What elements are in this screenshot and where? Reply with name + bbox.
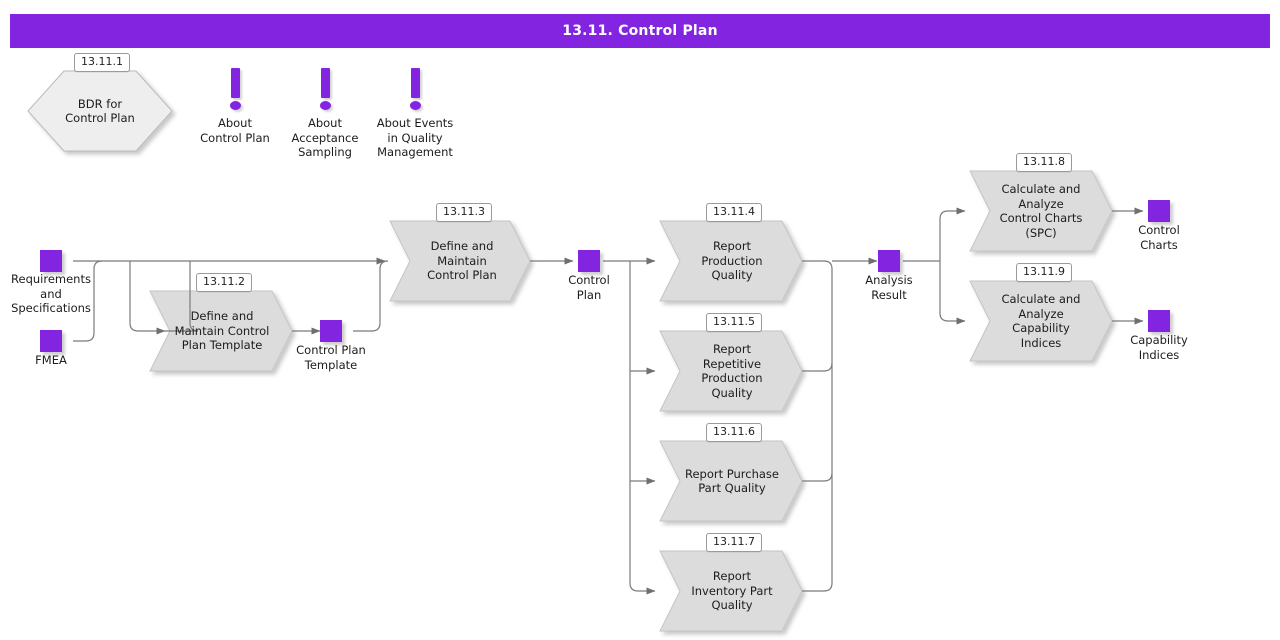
exclamation-bar (321, 68, 330, 98)
page-title-bar: 13.11. Control Plan (10, 14, 1270, 48)
process-shape-13-11-8[interactable] (969, 170, 1113, 252)
page-title: 13.11. Control Plan (562, 23, 718, 39)
data-object-fmea[interactable] (40, 330, 62, 352)
exclamation-icon-about-acceptance-sampling[interactable] (314, 68, 336, 116)
hexagon-bdr-control-plan[interactable] (27, 70, 173, 152)
exclamation-bar (411, 68, 420, 98)
data-label-control-charts: Control Charts (1138, 223, 1180, 252)
exclamation-dot (230, 101, 241, 110)
process-shape-13-11-5[interactable] (659, 330, 803, 412)
data-object-control-charts[interactable] (1148, 200, 1170, 222)
data-object-capability-indices[interactable] (1148, 310, 1170, 332)
badge-13-11-9: 13.11.9 (1016, 263, 1072, 282)
badge-13-11-3: 13.11.3 (436, 203, 492, 222)
data-label-analysis-result: Analysis Result (865, 273, 913, 302)
exclamation-icon-about-control-plan[interactable] (224, 68, 246, 116)
data-label-control-plan-template: Control Plan Template (296, 343, 366, 372)
exclamation-icon-about-events-quality-management[interactable] (404, 68, 426, 116)
process-shape-13-11-3[interactable] (389, 220, 531, 302)
exclamation-dot (410, 101, 421, 110)
badge-13-11-2: 13.11.2 (196, 273, 252, 292)
badge-13-11-5: 13.11.5 (706, 313, 762, 332)
info-label-about-acceptance-sampling: About Acceptance Sampling (291, 116, 359, 159)
info-label-about-events-quality-management: About Events in Quality Management (376, 116, 454, 159)
badge-13-11-7: 13.11.7 (706, 533, 762, 552)
data-object-requirements-and-specifications[interactable] (40, 250, 62, 272)
badge-13-11-1: 13.11.1 (74, 53, 130, 72)
exclamation-bar (231, 68, 240, 98)
data-object-analysis-result[interactable] (878, 250, 900, 272)
data-label-requirements-and-specifications: Requirements and Specifications (11, 272, 91, 315)
data-object-control-plan-template[interactable] (320, 320, 342, 342)
info-label-about-control-plan: About Control Plan (200, 116, 270, 145)
data-label-capability-indices: Capability Indices (1130, 333, 1188, 362)
data-object-control-plan[interactable] (578, 250, 600, 272)
process-shape-13-11-9[interactable] (969, 280, 1113, 362)
process-shape-13-11-7[interactable] (659, 550, 803, 632)
data-label-fmea: FMEA (35, 353, 67, 367)
process-shape-13-11-6[interactable] (659, 440, 803, 522)
badge-13-11-6: 13.11.6 (706, 423, 762, 442)
badge-13-11-8: 13.11.8 (1016, 153, 1072, 172)
process-shape-13-11-4[interactable] (659, 220, 803, 302)
data-label-control-plan: Control Plan (568, 273, 610, 302)
exclamation-dot (320, 101, 331, 110)
badge-13-11-4: 13.11.4 (706, 203, 762, 222)
